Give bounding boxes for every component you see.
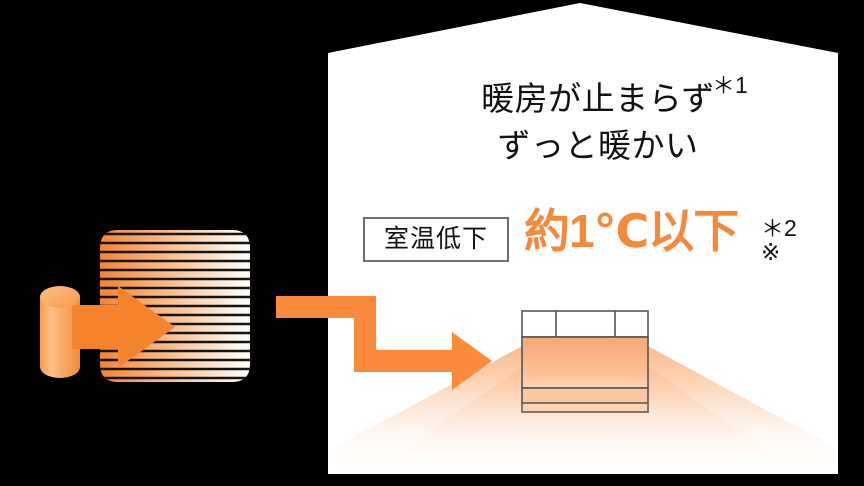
room-temp-drop-label-box: 室温低下 [363,217,509,262]
temp-footnote-marker-2: ＊2 [761,215,797,241]
headline-line-2: ずっと暖かい [497,126,699,164]
bed-illustration [521,310,649,413]
room-temp-drop-label: 室温低下 [383,225,488,253]
heat-inlet-arrow [72,286,175,368]
headline-footnote-marker: ＊1 [712,72,748,98]
headline-line-1: 暖房が止まらず [481,80,715,117]
room-temp-drop-value: 約1℃以下 [524,205,739,257]
temp-footnote-marker-kome: ※ [761,239,781,265]
headline-text: 暖房が止まらず ずっと暖かい [448,76,748,170]
heat-source-cylinder [40,286,80,378]
heat-flow-elbow-arrow [276,296,492,390]
